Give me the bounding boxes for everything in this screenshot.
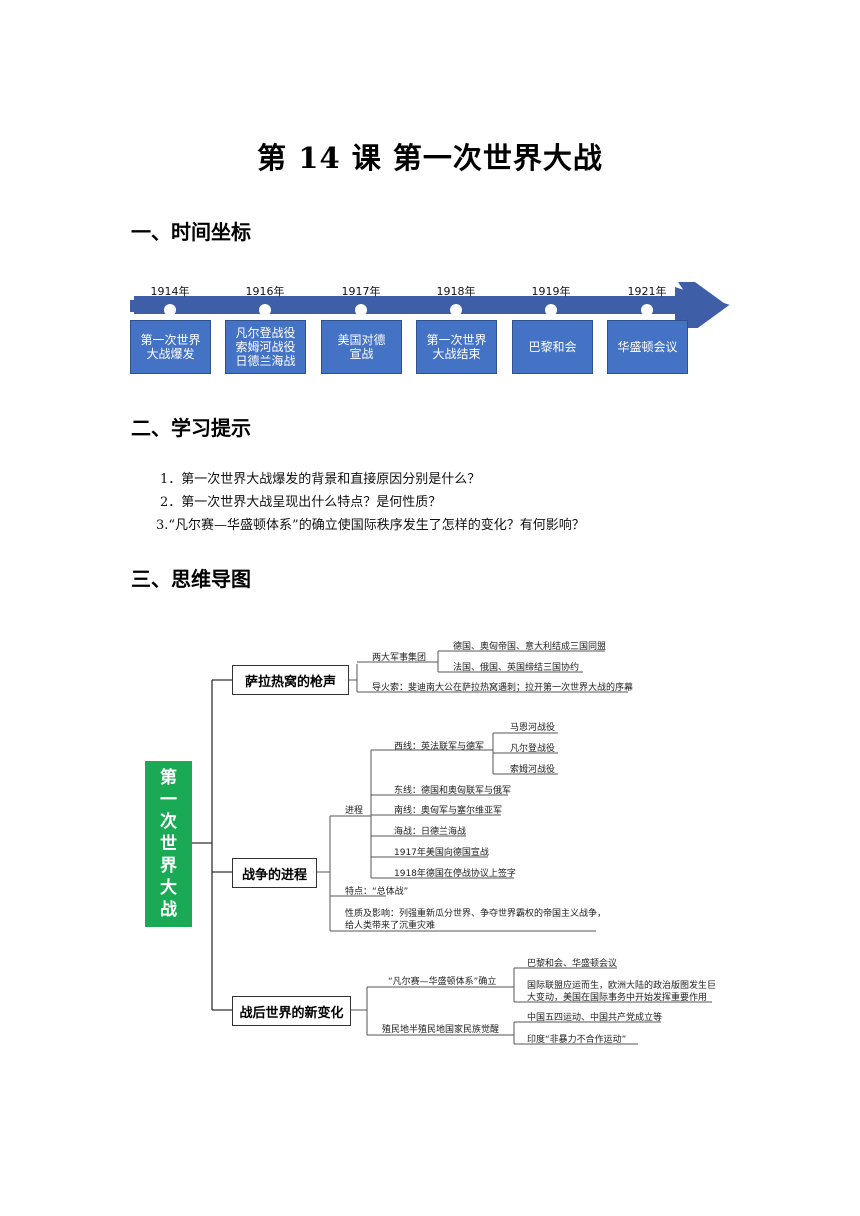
- timeline-event-box: 巴黎和会: [512, 320, 593, 374]
- timeline-year: 1918年: [436, 285, 476, 298]
- timeline-event-box: 美国对德宣战: [321, 320, 402, 374]
- section-heading-mindmap: 三、思维导图: [131, 567, 251, 591]
- mindmap-branch-sarajevo: 萨拉热窝的枪声: [232, 665, 349, 695]
- timeline-event-box: 第一次世界大战爆发: [130, 320, 211, 374]
- section-heading-hints: 二、学习提示: [131, 416, 251, 440]
- section-heading-timeline: 一、时间坐标: [131, 220, 251, 244]
- mindmap-node: 两大军事集团: [372, 653, 427, 663]
- mindmap-node: 1918年德国在停战协议上签字: [394, 869, 516, 879]
- mindmap-node: 导火索：斐迪南大公在萨拉热窝遇刺；拉开第一次世界大战的序幕: [372, 683, 634, 693]
- mindmap-node: 进程: [345, 806, 364, 816]
- timeline-event-box: 第一次世界大战结束: [416, 320, 497, 374]
- mindmap-node: 国际联盟应运而生，欧洲大陆的政治版图发生巨: [527, 981, 717, 991]
- hint-item: 2．第一次世界大战呈现出什么特点？是何性质？: [160, 495, 442, 510]
- mindmap-node: 凡尔登战役: [510, 744, 556, 754]
- mindmap-node: 索姆河战役: [510, 765, 556, 775]
- mindmap-node: 马恩河战役: [510, 723, 556, 733]
- mindmap-node: 特点：“总体战”: [345, 887, 409, 897]
- mindmap-node: 巴黎和会、华盛顿会议: [527, 959, 618, 969]
- mindmap-node: 大变动，美国在国际事务中开始发挥重要作用: [527, 993, 708, 1003]
- mindmap-node: 殖民地半殖民地国家民族觉醒: [382, 1025, 500, 1035]
- timeline-dot: [355, 304, 367, 316]
- mindmap-node: 给人类带来了沉重灾难: [345, 921, 436, 931]
- mindmap-node: 印度“非暴力不合作运动”: [527, 1035, 627, 1045]
- timeline-dot: [450, 304, 462, 316]
- mindmap-node: 东线：德国和奥匈联军与俄军: [394, 786, 512, 796]
- mindmap-node: 海战：日德兰海战: [394, 827, 467, 837]
- mindmap-node: 中国五四运动、中国共产党成立等: [527, 1013, 663, 1023]
- timeline-dot: [545, 304, 557, 316]
- timeline-year: 1917年: [341, 285, 381, 298]
- mindmap-node: 南线：奥匈军与塞尔维亚军: [394, 806, 503, 816]
- mindmap-node: 1917年美国向德国宣战: [394, 848, 489, 858]
- mindmap-node: 法国、俄国、英国缔结三国协约: [453, 663, 580, 673]
- hint-item: 1．第一次世界大战爆发的背景和直接原因分别是什么？: [160, 472, 481, 487]
- timeline-dot: [259, 304, 271, 316]
- timeline-year: 1921年: [627, 285, 667, 298]
- mindmap-node: “凡尔赛—华盛顿体系”确立: [388, 977, 497, 987]
- timeline-dot: [164, 304, 176, 316]
- timeline-year: 1919年: [531, 285, 571, 298]
- timeline-event-box: 凡尔登战役索姆河战役日德兰海战: [225, 320, 306, 374]
- timeline-year: 1916年: [245, 285, 285, 298]
- mindmap-node: 性质及影响：列强重新瓜分世界、争夺世界霸权的帝国主义战争，: [345, 909, 607, 919]
- mindmap-node: 德国、奥匈帝国、意大利结成三国同盟: [453, 642, 607, 652]
- timeline-arrow: [130, 282, 730, 328]
- hint-item: 3.“凡尔赛—华盛顿体系”的确立使国际秩序发生了怎样的变化？有何影响？: [156, 518, 585, 533]
- timeline-year: 1914年: [150, 285, 190, 298]
- timeline-dot: [641, 304, 653, 316]
- mindmap-node: 西线：英法联军与德军: [394, 742, 485, 752]
- mindmap-branch-postwar: 战后世界的新变化: [232, 996, 351, 1026]
- mindmap-branch-war-process: 战争的进程: [232, 858, 317, 888]
- page-title: 第 14 课 第一次世界大战: [257, 141, 603, 175]
- mindmap-root: 第一次世界大战: [145, 761, 192, 927]
- timeline-event-box: 华盛顿会议: [607, 320, 688, 374]
